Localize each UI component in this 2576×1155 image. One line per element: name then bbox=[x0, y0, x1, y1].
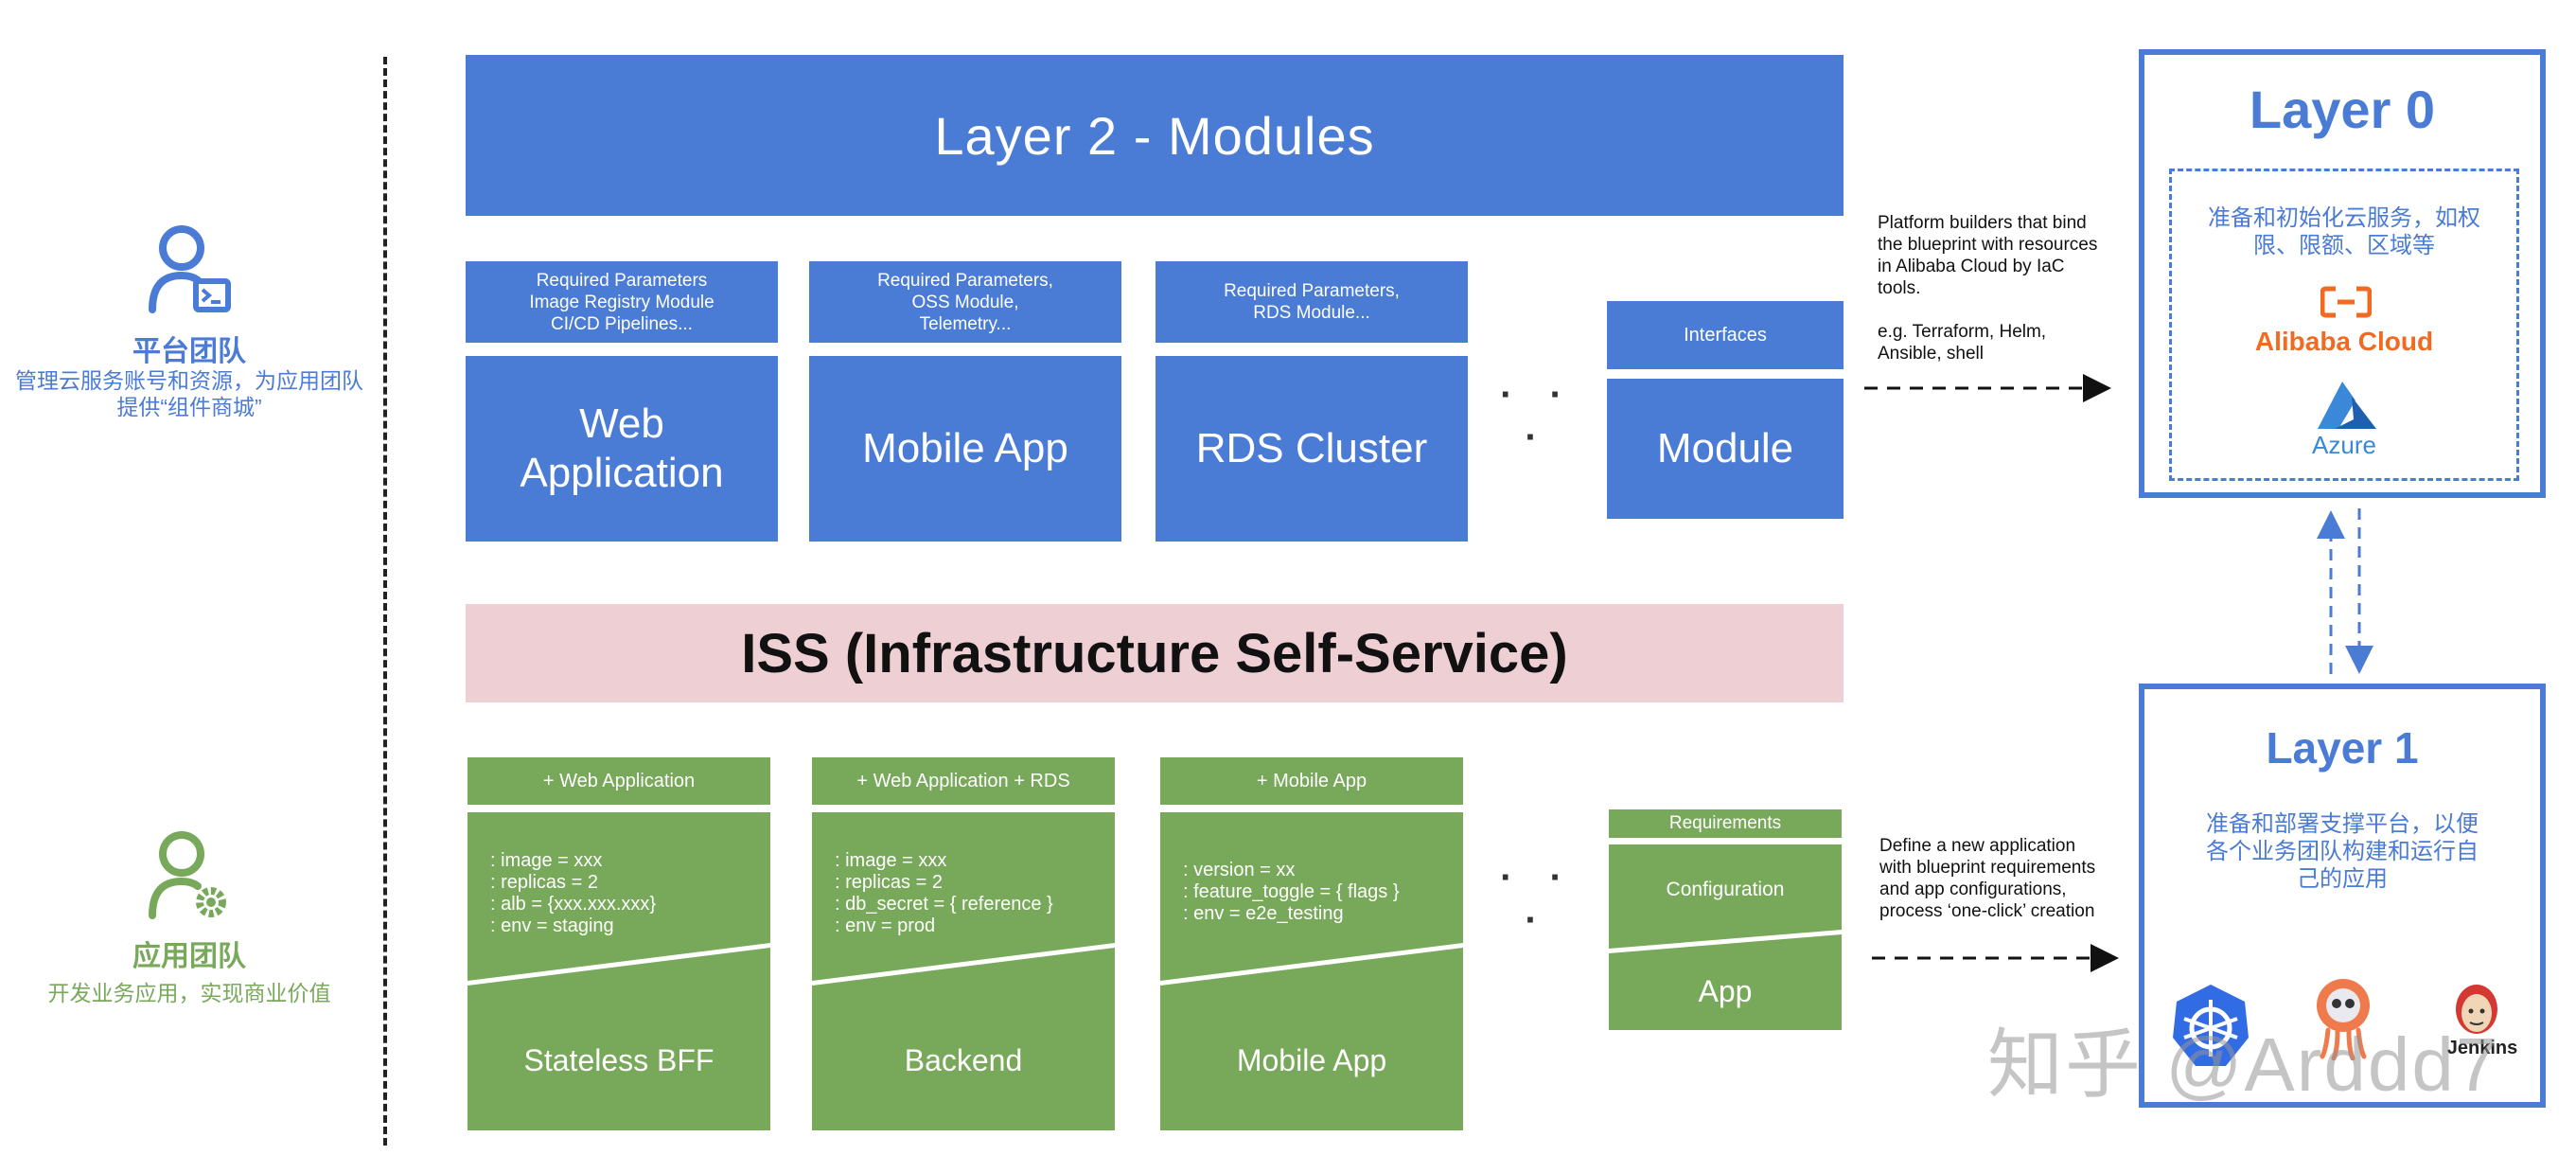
app-developer-icon bbox=[149, 831, 226, 919]
layer0-box: Layer 0 准备和初始化云服务，如权 限、限额、区域等 Alibaba Cl… bbox=[2139, 49, 2546, 498]
app-blueprint-header: + Web Application + RDS bbox=[812, 757, 1115, 805]
jenkins-logo: Jenkins bbox=[2446, 1038, 2518, 1058]
app-team-description: 开发业务应用，实现商业价值 bbox=[47, 981, 331, 1005]
layer1-box: Layer 1 准备和部署支撑平台，以便 各个业务团队构建和运行自 己的应用 J… bbox=[2139, 684, 2546, 1108]
watermark: 知乎 @Arddd7 bbox=[1987, 1022, 2500, 1107]
jenkins-icon bbox=[2456, 985, 2497, 1034]
kubernetes-icon bbox=[2173, 985, 2249, 1066]
app-team-title: 应用团队 bbox=[132, 941, 246, 972]
app-config: : image = xxx : replicas = 2 : alb = {xx… bbox=[490, 850, 657, 936]
layer1-title: Layer 1 bbox=[2266, 723, 2419, 773]
module-interfaces: Interfaces bbox=[1607, 301, 1844, 369]
app-config: : version = xx : feature_toggle = { flag… bbox=[1183, 860, 1400, 924]
app-card: : version = xx : feature_toggle = { flag… bbox=[1160, 812, 1463, 1130]
module-params: Required Parameters Image Registry Modul… bbox=[466, 261, 778, 343]
module-mobile-app: Mobile App bbox=[809, 356, 1121, 542]
layer0-title: Layer 0 bbox=[2249, 79, 2436, 139]
module-params: Required Parameters, OSS Module, Telemet… bbox=[809, 261, 1121, 343]
app-generic-shape bbox=[1609, 844, 1842, 1030]
layer0-description: 准备和初始化云服务，如权 限、限额、区域等 bbox=[2208, 205, 2480, 258]
module-params: Required Parameters, RDS Module... bbox=[1156, 261, 1468, 343]
app-name-backend: Backend bbox=[904, 1042, 1023, 1077]
app-card-shape bbox=[812, 812, 1115, 1130]
platform-team-description: 管理云服务账号和资源，为应用团队提供“组件商城” bbox=[15, 368, 363, 419]
layer2-banner: Layer 2 - Modules bbox=[466, 55, 1844, 216]
platform-admin-icon bbox=[149, 225, 231, 313]
layer0-services-group: 准备和初始化云服务，如权 限、限额、区域等 Alibaba Cloud Azur… bbox=[2169, 169, 2519, 481]
app-name-mobile-app: Mobile App bbox=[1236, 1042, 1387, 1077]
app-creation-note: Define a new application with blueprint … bbox=[1879, 836, 2096, 921]
app-card: : image = xxx : replicas = 2 : alb = {xx… bbox=[468, 812, 770, 1130]
app-card-shape bbox=[468, 812, 770, 1130]
module-generic: Module bbox=[1607, 379, 1844, 519]
app-blueprint-header: + Mobile App bbox=[1160, 757, 1463, 805]
app-config: : image = xxx : replicas = 2 : db_secret… bbox=[835, 850, 1053, 936]
vertical-divider bbox=[383, 57, 387, 1146]
app-generic-card: Configuration App bbox=[1609, 844, 1842, 1030]
app-name-stateless-bff: Stateless BFF bbox=[523, 1042, 715, 1077]
azure-icon bbox=[2318, 382, 2376, 429]
app-team-section: 应用团队 开发业务应用，实现商业价值 bbox=[0, 828, 379, 1018]
azure-logo: Azure bbox=[2312, 430, 2376, 459]
iss-banner: ISS (Infrastructure Self-Service) bbox=[466, 604, 1844, 702]
app-card: : image = xxx : replicas = 2 : db_secret… bbox=[812, 812, 1115, 1130]
app-card-shape bbox=[1160, 812, 1463, 1130]
app-blueprint-header: + Web Application bbox=[468, 757, 770, 805]
module-rds-cluster: RDS Cluster bbox=[1156, 356, 1468, 542]
alibaba-cloud-logo: Alibaba Cloud bbox=[2254, 327, 2434, 356]
platform-team-section: 平台团队 管理云服务账号和资源，为应用团队提供“组件商城” bbox=[0, 218, 379, 426]
platform-team-title: 平台团队 bbox=[132, 336, 246, 367]
app-requirements: Requirements bbox=[1609, 809, 1842, 838]
app-name-generic: App bbox=[1698, 973, 1753, 1008]
alibaba-cloud-icon bbox=[2320, 286, 2372, 318]
layer1-description: 准备和部署支撑平台，以便 各个业务团队构建和运行自 己的应用 bbox=[2206, 811, 2479, 892]
argo-icon bbox=[2317, 979, 2370, 1060]
app-configuration-label: Configuration bbox=[1666, 879, 1785, 900]
module-web-application: Web Application bbox=[466, 356, 778, 542]
platform-builders-note: Platform builders that bind the blueprin… bbox=[1878, 213, 2098, 364]
